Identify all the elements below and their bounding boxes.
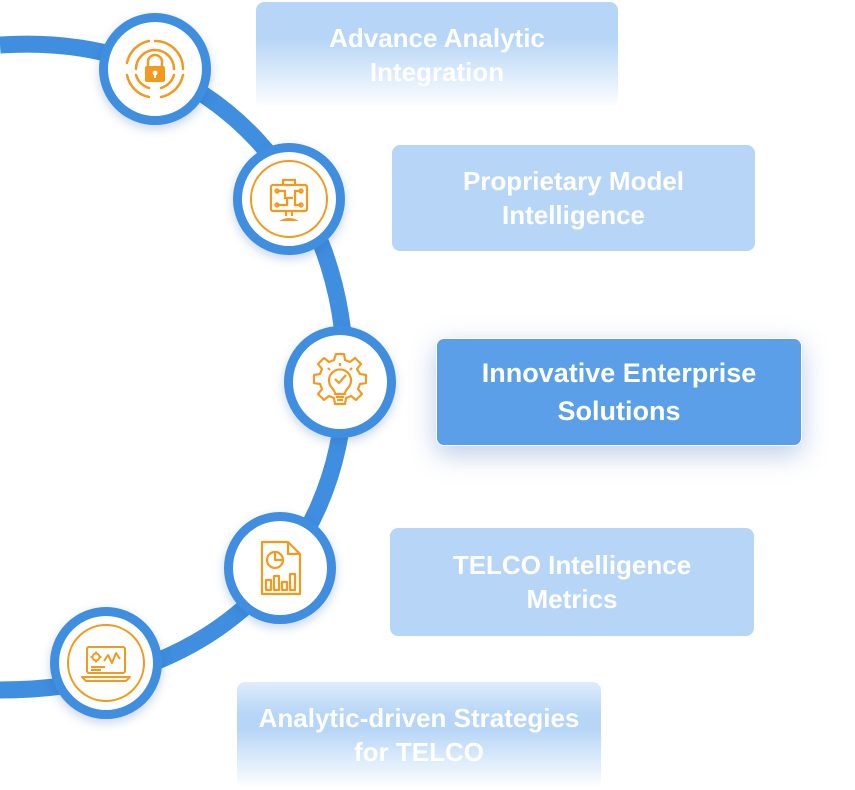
step-card-5[interactable]: Analytic-driven Strategies for TELCO [237,682,601,788]
circuit-monitor-icon [269,178,309,221]
step-card-label: Innovative Enterprise Solutions [481,358,757,426]
step-card-4[interactable]: TELCO Intelligence Metrics [390,528,754,636]
report-chart-icon [260,540,302,596]
node-ring [250,160,328,238]
lightbulb-gear-icon [312,352,368,406]
node-ring [67,624,145,702]
step-card-label: TELCO Intelligence Metrics [452,550,692,614]
step-node-3 [284,326,396,438]
step-node-4 [224,512,336,624]
step-node-1 [99,13,211,125]
step-card-label: Proprietary Model Intelligence [462,166,685,230]
step-node-5 [50,607,162,719]
step-card-label: Analytic-driven Strategies for TELCO [258,703,580,767]
step-node-2 [233,143,345,255]
step-card-3-active[interactable]: Innovative Enterprise Solutions [436,338,802,446]
laptop-analytics-icon [81,646,131,682]
step-card-2[interactable]: Proprietary Model Intelligence [392,145,755,251]
step-card-1[interactable]: Advance Analytic Integration [256,2,618,108]
padlock-icon [125,39,185,99]
step-card-label: Advance Analytic Integration [329,23,545,87]
